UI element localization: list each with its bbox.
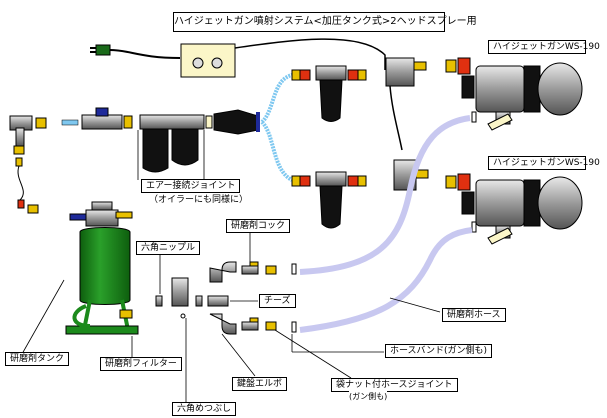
abrasive-hose xyxy=(299,115,473,333)
leader-lines xyxy=(21,130,441,402)
abrasive-tank-label: 研磨剤タンク xyxy=(5,352,70,366)
gun-top-label: ハイジェットガンWS-190 xyxy=(488,40,600,54)
abrasive-filter-label: 研磨剤フィルター xyxy=(100,357,182,371)
air-supply-line xyxy=(9,107,133,214)
air-joint-label: エアー接続ジョイント xyxy=(141,179,241,193)
street-elbow-label: 鍵盤エルボ xyxy=(232,377,288,391)
abrasive-cock-label: 研磨剤コック xyxy=(226,219,291,233)
diagram-title: ハイジェットガン噴射システム<加圧タンク式>2ヘッドスプレー用 xyxy=(173,12,477,32)
nut-hose-joint-note: (ガン側も) xyxy=(349,391,388,403)
compressor-power-cord xyxy=(90,44,181,59)
jet-gun-top xyxy=(445,57,583,131)
pressure-tank xyxy=(65,201,139,335)
compressor-control-box xyxy=(180,38,386,78)
hex-nipple-label: 六角ニップル xyxy=(136,241,201,255)
abrasive-hose-label: 研磨剤ホース xyxy=(442,308,506,322)
upper-valve-assembly xyxy=(291,57,427,151)
nut-hose-joint-label: 袋ナット付ホースジョイント xyxy=(331,378,458,392)
cheese-label: チーズ xyxy=(259,294,296,308)
jet-gun-bottom xyxy=(445,173,583,245)
air-joint-note: （オイラーにも同様に） xyxy=(149,194,249,206)
hose-band-label: ホースバンド(ガン側も) xyxy=(385,344,493,358)
air-hose xyxy=(260,73,294,182)
air-filter-unit xyxy=(139,109,260,173)
fittings-cluster xyxy=(155,261,297,335)
gun-bottom-label: ハイジェットガンWS-190 xyxy=(488,156,600,170)
hex-cap-label: 六角めつぶし xyxy=(172,402,237,416)
